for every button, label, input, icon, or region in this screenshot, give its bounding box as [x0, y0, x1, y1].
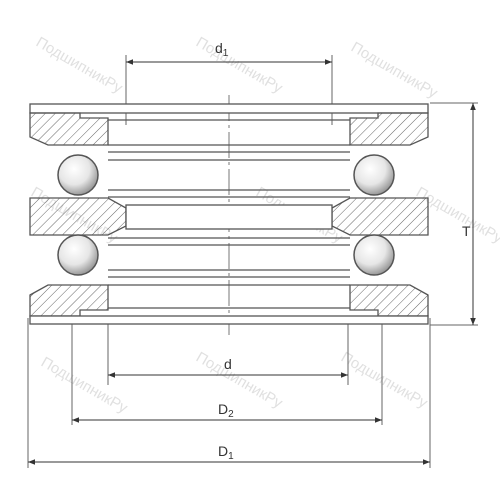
top-washer: [29, 103, 429, 146]
ball: [57, 234, 99, 276]
bottom-washer: [29, 284, 429, 325]
watermark-text: ПодшипникРу: [193, 349, 286, 412]
D2-label: D2: [218, 401, 234, 420]
D1-label: D1: [218, 443, 234, 462]
d-label: d: [224, 356, 232, 372]
ball: [353, 234, 395, 276]
ball: [57, 154, 99, 196]
watermark-text: ПодшипникРу: [193, 34, 286, 97]
dimension-lines: [28, 59, 476, 465]
lower-ring: [108, 237, 350, 278]
balls: [57, 154, 395, 276]
watermark-text: ПодшипникРу: [33, 34, 126, 97]
watermark-text: ПодшипникРу: [38, 354, 131, 417]
watermark-text: ПодшипникРу: [348, 39, 441, 102]
d1-label: d1: [215, 40, 229, 59]
upper-ring: [108, 151, 350, 198]
T-label: T: [462, 223, 471, 239]
ball: [353, 154, 395, 196]
middle-washer: [29, 197, 429, 236]
watermark-text: ПодшипникРу: [338, 349, 431, 412]
